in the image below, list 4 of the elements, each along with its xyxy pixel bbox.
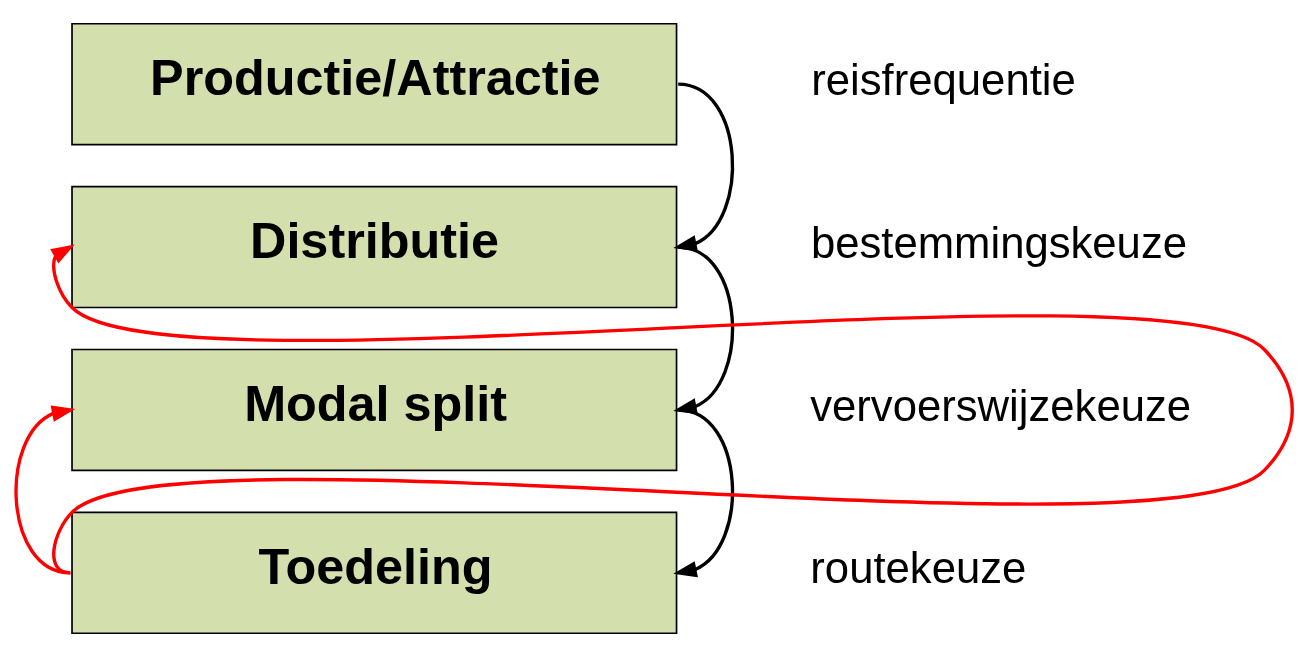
node-label: bestemmingskeuze: [810, 217, 1188, 267]
node-label: reisfrequentie: [811, 54, 1076, 104]
node-label: vervoerswijzekeuze: [810, 380, 1192, 430]
node-label: routekeuze: [810, 543, 1027, 593]
